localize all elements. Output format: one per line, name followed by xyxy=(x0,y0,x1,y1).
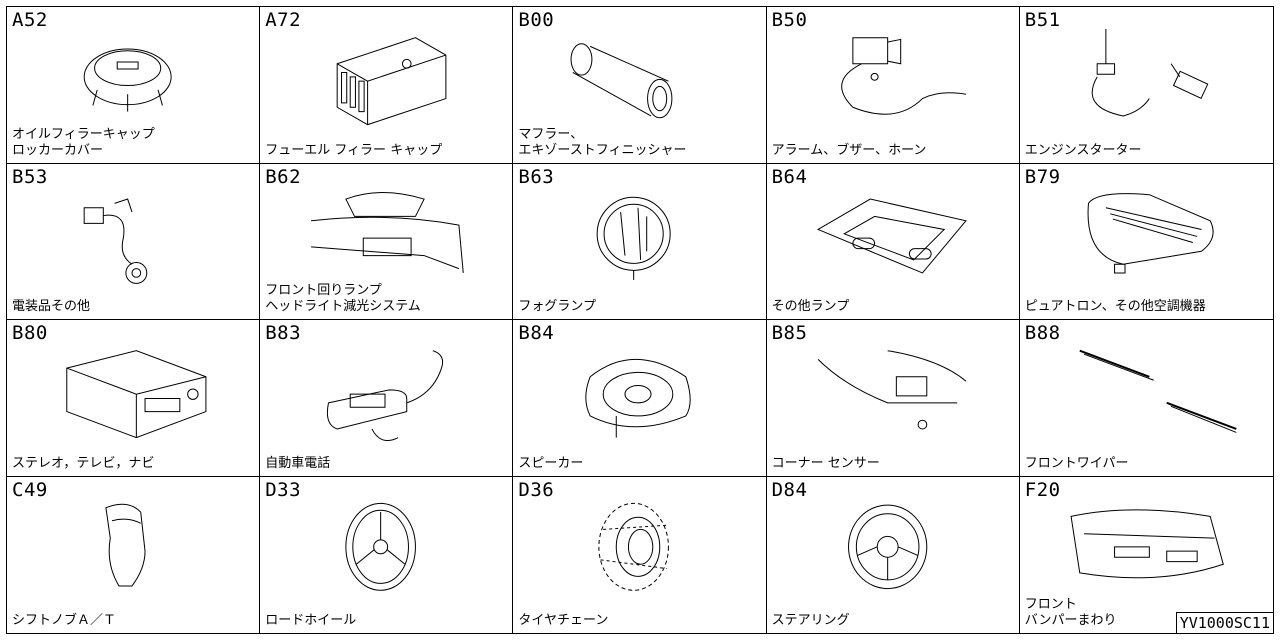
part-cell-b50[interactable]: B50 アラーム、ブザー、ホーン xyxy=(766,7,1020,164)
part-code: B85 xyxy=(771,322,808,344)
part-cell-b53[interactable]: B53 電装品その他 xyxy=(7,163,261,320)
front-lamp-icon xyxy=(280,186,490,286)
part-cell-b79[interactable]: B79 ピュアトロン、その他空調機器 xyxy=(1019,164,1273,320)
part-label: エンジンスターター xyxy=(1024,142,1142,158)
fuel-tank-icon xyxy=(280,29,490,129)
part-cell-d84[interactable]: D84 ステアリング xyxy=(767,476,1020,633)
part-label: 電装品その他 xyxy=(12,299,91,314)
room-lamp-icon xyxy=(787,186,997,286)
shift-knob-icon xyxy=(27,499,237,599)
part-label: フューエル フィラー キャップ xyxy=(265,142,443,158)
part-code: B63 xyxy=(518,165,555,188)
part-label: シフトノブＡ／Ｔ xyxy=(12,613,117,628)
part-cell-c49[interactable]: C49 シフトノブＡ／Ｔ xyxy=(7,476,261,633)
part-cell-b80[interactable]: B80 ステレオ，テレビ，ナビ xyxy=(7,320,261,477)
part-label: オイルフィラーキャップ ロッカーカバー xyxy=(12,126,155,158)
part-cell-b00[interactable]: B00 マフラー、 エキゾーストフィニッシャー xyxy=(513,7,767,164)
part-code: A72 xyxy=(265,9,302,31)
part-cell-a52[interactable]: A52 オイルフィラーキャップ ロッカーカバー xyxy=(7,7,261,164)
part-cell-a72[interactable]: A72 フューエル フィラー キャップ xyxy=(260,7,514,164)
tire-chain-icon xyxy=(533,499,743,599)
part-label: コーナー センサー xyxy=(771,455,880,471)
part-cell-f20[interactable]: F20 フロント バンパーまわり xyxy=(1020,477,1273,634)
speaker-icon xyxy=(533,342,743,442)
part-label: フロント バンパーまわり xyxy=(1024,597,1117,628)
part-label: アラーム、ブザー、ホーン xyxy=(771,142,927,158)
part-label: ロードホイール xyxy=(265,613,357,628)
part-label: フォグランプ xyxy=(518,299,597,314)
drawing-id: YV1000SC11 xyxy=(1175,612,1274,634)
corner-sensor-icon xyxy=(787,342,997,442)
part-label: ステアリング xyxy=(771,613,850,628)
car-phone-icon xyxy=(280,342,490,442)
part-label: タイヤチェーン xyxy=(518,613,609,628)
steering-wheel-icon xyxy=(787,499,997,599)
part-cell-d36[interactable]: D36 タイヤチェーン xyxy=(513,476,767,633)
part-code: B50 xyxy=(771,9,808,31)
wiper-icon xyxy=(1040,342,1250,442)
part-cell-b62[interactable]: B62 フロント回りランプ ヘッドライト減光システム xyxy=(260,163,514,320)
part-cell-b64[interactable]: B64 その他ランプ xyxy=(766,163,1020,320)
part-cell-b51[interactable]: B51 エンジンスターター xyxy=(1019,7,1273,164)
part-code: B79 xyxy=(1024,165,1061,188)
part-cell-b84[interactable]: B84 スピーカー xyxy=(513,320,767,477)
part-label: その他ランプ xyxy=(771,299,850,314)
part-code: D84 xyxy=(771,478,808,501)
air-purifier-icon xyxy=(1040,186,1250,286)
part-code: A52 xyxy=(12,9,48,31)
part-code: B62 xyxy=(265,165,302,188)
part-label: フロントワイパー xyxy=(1024,455,1129,471)
part-code: B64 xyxy=(771,165,808,188)
part-code: B00 xyxy=(518,9,555,31)
part-code: B51 xyxy=(1024,9,1061,31)
part-code: F20 xyxy=(1024,478,1061,501)
front-bumper-icon xyxy=(1040,499,1250,599)
fog-lamp-icon xyxy=(533,186,743,286)
alarm-icon xyxy=(787,29,997,129)
road-wheel-icon xyxy=(280,499,490,599)
part-code: D33 xyxy=(265,478,302,501)
part-cell-d33[interactable]: D33 ロードホイール xyxy=(260,476,514,633)
muffler-icon xyxy=(533,29,743,129)
part-label: 自動車電話 xyxy=(265,455,331,471)
part-label: フロント回りランプ ヘッドライト減光システム xyxy=(265,283,421,314)
part-label: マフラー、 エキゾーストフィニッシャー xyxy=(518,126,687,158)
part-label: スピーカー xyxy=(518,455,584,471)
remote-starter-icon xyxy=(1040,29,1250,129)
part-cell-b63[interactable]: B63 フォグランプ xyxy=(513,163,767,320)
part-cell-b83[interactable]: B83 自動車電話 xyxy=(260,320,514,477)
part-code: B84 xyxy=(518,322,555,344)
part-code: B88 xyxy=(1024,322,1061,344)
electrical-part-icon xyxy=(27,186,237,286)
part-code: B80 xyxy=(12,322,48,344)
cap-icon xyxy=(27,29,237,129)
parts-grid: A52 オイルフィラーキャップ ロッカーカバー A72 フューエル フィラー キャップ… xyxy=(6,6,1274,634)
part-cell-b85[interactable]: B85 コーナー センサー xyxy=(766,320,1020,477)
stereo-icon xyxy=(27,342,237,442)
part-label: ピュアトロン、その他空調機器 xyxy=(1024,299,1206,314)
part-code: B83 xyxy=(265,322,302,344)
part-code: D36 xyxy=(518,478,555,501)
part-cell-b88[interactable]: B88 フロントワイパー xyxy=(1019,320,1273,477)
part-code: C49 xyxy=(12,478,48,501)
part-code: B53 xyxy=(12,165,48,188)
part-label: ステレオ，テレビ，ナビ xyxy=(12,455,155,471)
